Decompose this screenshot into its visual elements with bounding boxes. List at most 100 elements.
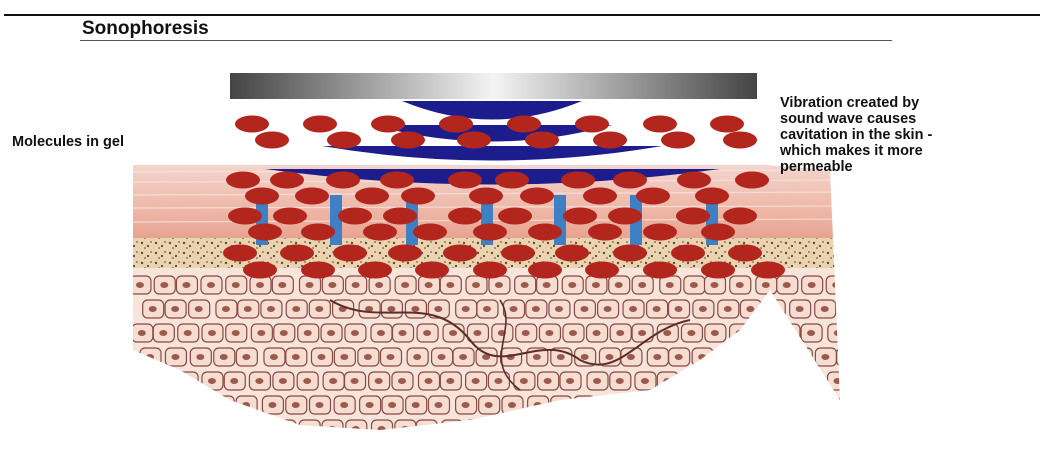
cell-nucleus <box>736 426 744 432</box>
cell <box>657 372 678 390</box>
cell-nucleus <box>796 306 804 312</box>
cell-nucleus <box>638 330 646 336</box>
cell-nucleus <box>543 282 551 288</box>
cell-nucleus <box>195 402 203 408</box>
molecule <box>228 208 262 225</box>
cell-nucleus <box>798 402 806 408</box>
cell-nucleus <box>401 282 409 288</box>
molecule <box>695 188 729 205</box>
cell-nucleus <box>557 402 565 408</box>
cell <box>837 348 858 366</box>
cell-nucleus <box>605 354 613 360</box>
cell-nucleus <box>305 426 313 432</box>
molecule <box>588 224 622 241</box>
cell <box>275 420 296 438</box>
cell-nucleus <box>663 378 671 384</box>
cell-nucleus <box>146 354 154 360</box>
cell-nucleus <box>569 330 577 336</box>
cell-nucleus <box>159 330 167 336</box>
cell-nucleus <box>630 402 638 408</box>
cell-nucleus <box>244 306 252 312</box>
cell <box>716 348 737 366</box>
cell <box>585 420 606 438</box>
cell-nucleus <box>366 402 374 408</box>
cell <box>684 372 705 390</box>
cell <box>213 396 234 414</box>
cell-nucleus <box>281 426 289 432</box>
cell-nucleus <box>725 402 733 408</box>
cell-nucleus <box>412 402 420 408</box>
cell-nucleus <box>532 306 540 312</box>
cell-nucleus <box>834 330 842 336</box>
cell-nucleus <box>378 426 386 432</box>
cell-nucleus <box>666 282 674 288</box>
cell-nucleus <box>806 378 814 384</box>
cell-nucleus <box>843 354 851 360</box>
molecule <box>575 116 609 133</box>
cell-nucleus <box>207 282 215 288</box>
molecule <box>728 245 762 262</box>
cell-nucleus <box>568 282 576 288</box>
molecule <box>613 172 647 189</box>
cell <box>695 396 716 414</box>
cell-nucleus <box>242 402 250 408</box>
caption-line: sound wave causes <box>780 111 1020 127</box>
cell-nucleus <box>690 282 698 288</box>
cell-nucleus <box>398 378 406 384</box>
cell-nucleus <box>196 354 204 360</box>
cell-nucleus <box>687 330 695 336</box>
cell-nucleus <box>270 354 278 360</box>
molecule <box>415 262 449 279</box>
cell-nucleus <box>208 426 216 432</box>
cell-nucleus <box>698 354 706 360</box>
molecule <box>671 245 705 262</box>
molecule <box>723 132 757 149</box>
cell-nucleus <box>615 282 623 288</box>
cell <box>634 420 655 438</box>
cell <box>800 372 821 390</box>
cell-nucleus <box>736 282 744 288</box>
cell-nucleus <box>604 306 612 312</box>
cell-nucleus <box>340 354 348 360</box>
cell-nucleus <box>521 426 529 432</box>
cell-nucleus <box>520 378 528 384</box>
cell-nucleus <box>208 378 216 384</box>
molecule <box>448 172 482 189</box>
molecule <box>303 116 337 133</box>
cell <box>778 420 799 438</box>
cell-nucleus <box>230 378 238 384</box>
cell-nucleus <box>222 306 230 312</box>
molecule <box>701 262 735 279</box>
cell-nucleus <box>690 378 698 384</box>
molecule <box>391 132 425 149</box>
cell-nucleus <box>387 306 395 312</box>
cell-nucleus <box>821 306 829 312</box>
molecule <box>413 224 447 241</box>
cell-nucleus <box>701 402 709 408</box>
cell <box>227 420 248 438</box>
cell-nucleus <box>472 378 480 384</box>
cell-nucleus <box>352 282 360 288</box>
cell <box>152 420 173 438</box>
cell-nucleus <box>498 426 506 432</box>
cell-nucleus <box>494 378 502 384</box>
cell <box>600 396 621 414</box>
cell <box>779 324 800 342</box>
cell <box>609 420 630 438</box>
cell-nucleus <box>328 282 336 288</box>
cell-nucleus <box>653 354 661 360</box>
cell <box>839 396 860 414</box>
cell-nucleus <box>522 330 530 336</box>
caption-line: cavitation in the skin - <box>780 127 1020 143</box>
cell <box>792 396 813 414</box>
cell-nucleus <box>158 426 166 432</box>
molecule <box>301 224 335 241</box>
cell-nucleus <box>534 402 542 408</box>
cell-nucleus <box>581 354 589 360</box>
cell <box>707 372 728 390</box>
molecule <box>520 188 554 205</box>
cell-nucleus <box>303 378 311 384</box>
cell-nucleus <box>375 282 383 288</box>
cell-nucleus <box>510 306 518 312</box>
cell <box>766 396 787 414</box>
